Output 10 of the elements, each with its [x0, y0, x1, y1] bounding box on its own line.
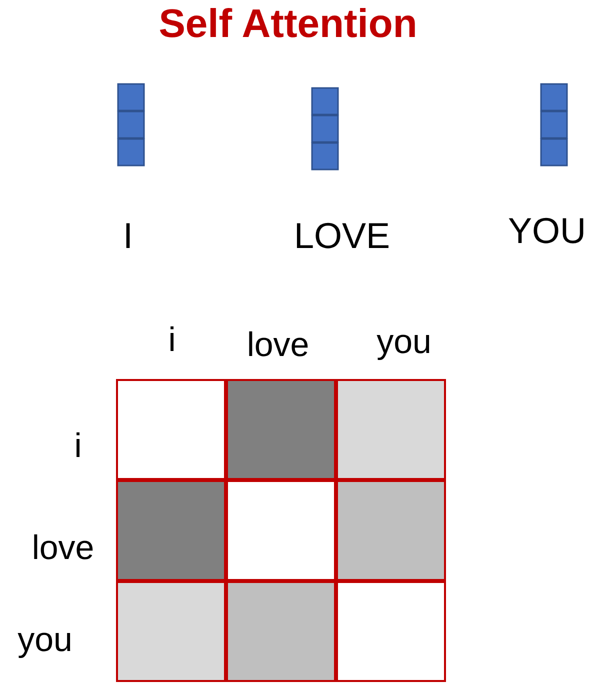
column-header: you — [376, 325, 432, 359]
word-label: YOU — [508, 213, 586, 249]
row-header: love — [32, 531, 94, 565]
column-header: i — [168, 323, 176, 357]
title: Self Attention — [158, 4, 418, 44]
row-header: you — [18, 623, 72, 657]
column-header: love — [246, 328, 310, 362]
word-label: I — [123, 218, 133, 254]
word-label: LOVE — [294, 218, 390, 254]
row-header: i — [74, 429, 82, 463]
